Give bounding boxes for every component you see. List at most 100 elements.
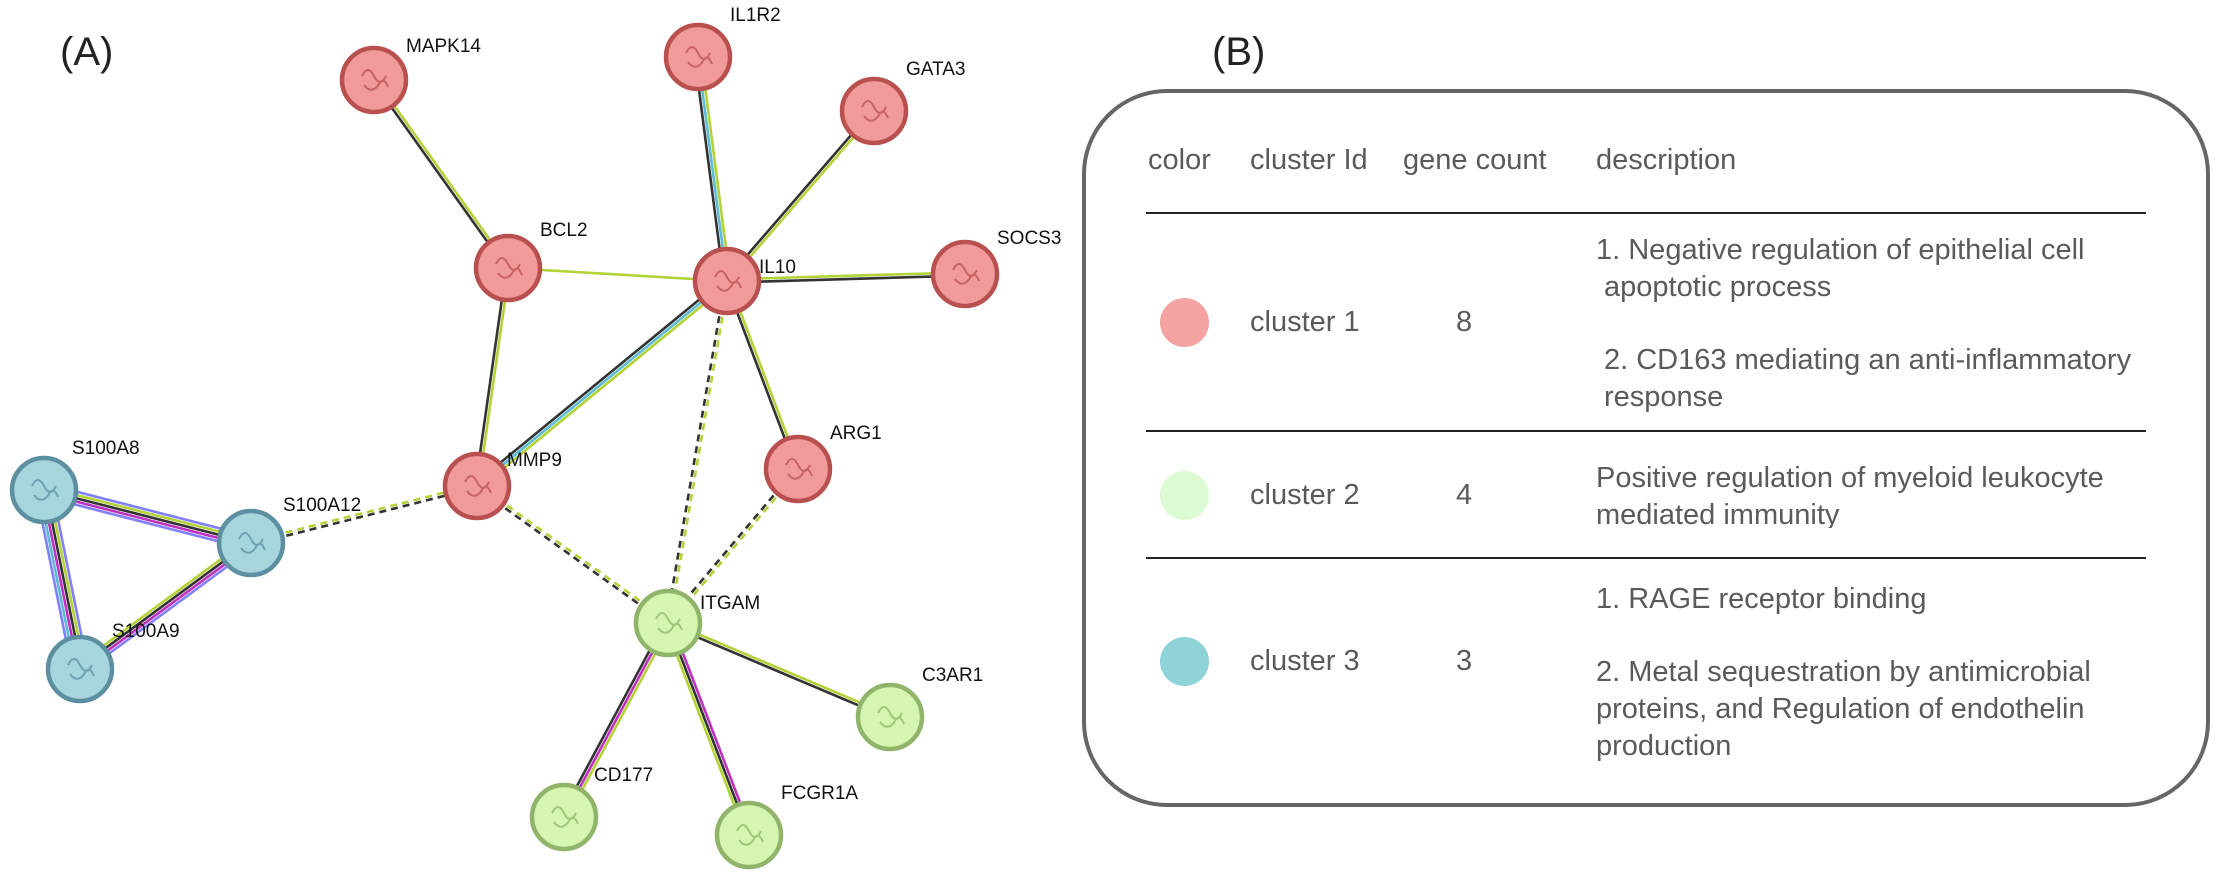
- node-label: CD177: [594, 765, 653, 786]
- edge-s100a8-s100a12: [43, 488, 252, 545]
- node-circle: [216, 508, 286, 578]
- header-divider: [1146, 212, 2146, 214]
- cluster-legend-panel: [1082, 89, 2210, 807]
- node-label: FCGR1A: [781, 783, 858, 804]
- edge-il10-itgam: [668, 281, 730, 624]
- node-circle: [9, 455, 79, 525]
- node-circle: [442, 451, 512, 521]
- edge-itgam-c3ar1: [668, 620, 892, 717]
- edge-il1r2-il10: [693, 57, 726, 282]
- node-itgam[interactable]: ITGAM: [633, 588, 760, 658]
- protein-structure-icon: [736, 824, 764, 846]
- node-circle: [692, 246, 762, 316]
- edge-s100a9-s100a12: [82, 545, 255, 674]
- node-c3ar1[interactable]: C3AR1: [855, 665, 983, 752]
- header-description: description: [1596, 144, 1737, 176]
- panel-a-label: (A): [60, 30, 114, 74]
- edge-mmp9-itgam: [477, 483, 670, 623]
- edge-gata3-il10: [724, 109, 874, 281]
- cluster-1-swatch: [1160, 298, 1209, 347]
- edge-il1r2-il10: [696, 56, 729, 282]
- edge-bcl2-il10: [507, 266, 728, 283]
- node-il1r2[interactable]: IL1R2: [663, 5, 781, 92]
- edge-gata3-il10: [727, 111, 877, 283]
- node-label: GATA3: [906, 59, 965, 80]
- protein-structure-icon: [861, 100, 889, 122]
- network-edges: [34, 56, 966, 837]
- edge-il10-itgam: [665, 280, 727, 623]
- node-mapk14[interactable]: MAPK14: [339, 36, 481, 115]
- cluster-3-gene-count: 3: [1456, 645, 1473, 677]
- edge-s100a9-s100a12: [80, 543, 253, 672]
- edge-il10-mmp9: [474, 277, 726, 485]
- edge-itgam-cd177: [565, 623, 672, 820]
- protein-structure-icon: [31, 479, 59, 501]
- node-circle: [529, 782, 599, 852]
- protein-structure-icon: [238, 532, 266, 554]
- node-cd177[interactable]: CD177: [529, 765, 653, 852]
- edge-s100a9-s100a12: [78, 540, 251, 669]
- edge-il1r2-il10: [699, 56, 732, 281]
- edge-s100a8-s100a12: [42, 491, 251, 548]
- node-mmp9[interactable]: MMP9: [442, 450, 562, 521]
- edge-s100a8-s100a12: [44, 485, 253, 542]
- node-fcgr1a[interactable]: FCGR1A: [714, 783, 858, 870]
- edge-il10-mmp9: [476, 279, 728, 488]
- protein-structure-icon: [551, 806, 579, 828]
- cluster-2-gene-count: 4: [1456, 479, 1473, 511]
- node-label: BCL2: [540, 220, 588, 241]
- node-s100a9[interactable]: S100A9: [45, 621, 180, 704]
- cluster-1-desc-line: 2. CD163 mediating an anti-inflammatory: [1604, 344, 2132, 376]
- edge-itgam-cd177: [560, 620, 667, 817]
- node-arg1[interactable]: ARG1: [763, 423, 882, 504]
- protein-structure-icon: [785, 458, 813, 480]
- edge-itgam-fcgr1a: [669, 621, 754, 835]
- node-circle: [930, 239, 1000, 309]
- cluster-1-id: cluster 1: [1250, 306, 1360, 338]
- header-cluster-id: cluster Id: [1250, 144, 1368, 176]
- node-label: S100A8: [72, 438, 140, 459]
- node-circle: [714, 800, 784, 870]
- node-label: S100A12: [283, 495, 361, 516]
- cluster-2-desc-line: mediated immunity: [1596, 499, 1840, 528]
- node-bcl2[interactable]: BCL2: [473, 220, 588, 303]
- cluster-3-desc-line: 1. RAGE receptor binding: [1596, 583, 1927, 615]
- node-s100a8[interactable]: S100A8: [9, 438, 140, 525]
- node-label: ITGAM: [700, 593, 760, 614]
- row-divider: [1146, 430, 2146, 432]
- node-s100a12[interactable]: S100A12: [216, 495, 361, 578]
- cluster-1-desc-line: 1. Negative regulation of epithelial cel…: [1596, 234, 2085, 266]
- cluster-3-id: cluster 3: [1250, 645, 1360, 677]
- node-label: S100A9: [112, 621, 180, 642]
- edge-arg1-itgam: [668, 469, 801, 625]
- protein-structure-icon: [685, 46, 713, 68]
- node-label: IL1R2: [730, 5, 781, 26]
- cluster-1-desc-line: apoptotic process: [1604, 271, 1832, 303]
- header-color: color: [1148, 144, 1211, 176]
- node-label: SOCS3: [997, 228, 1061, 249]
- node-circle: [663, 22, 733, 92]
- header-gene-count: gene count: [1403, 144, 1547, 176]
- node-label: IL10: [759, 257, 796, 278]
- cluster-3-desc-line: proteins, and Regulation of endothelin: [1596, 693, 2085, 725]
- node-circle: [473, 233, 543, 303]
- edge-bcl2-mmp9: [474, 267, 508, 486]
- node-circle: [45, 634, 115, 704]
- edge-mapk14-bcl2: [371, 80, 508, 270]
- node-socs3[interactable]: SOCS3: [930, 228, 1061, 309]
- protein-structure-icon: [67, 658, 95, 680]
- node-circle: [633, 588, 703, 658]
- cluster-3-desc-line: 2. Metal sequestration by antimicrobial: [1596, 656, 2091, 688]
- node-circle: [339, 45, 409, 115]
- cluster-2-swatch: [1160, 471, 1209, 520]
- edge-il10-mmp9: [478, 282, 730, 490]
- edge-s100a12-mmp9: [250, 483, 477, 543]
- node-gata3[interactable]: GATA3: [839, 59, 965, 146]
- node-il10[interactable]: IL10: [692, 246, 796, 316]
- edge-itgam-fcgr1a: [663, 623, 748, 837]
- protein-structure-icon: [655, 612, 683, 634]
- edge-mapk14-bcl2: [374, 78, 511, 268]
- node-label: C3AR1: [922, 665, 983, 686]
- edge-itgam-cd177: [562, 622, 670, 818]
- cluster-3-swatch: [1160, 637, 1209, 686]
